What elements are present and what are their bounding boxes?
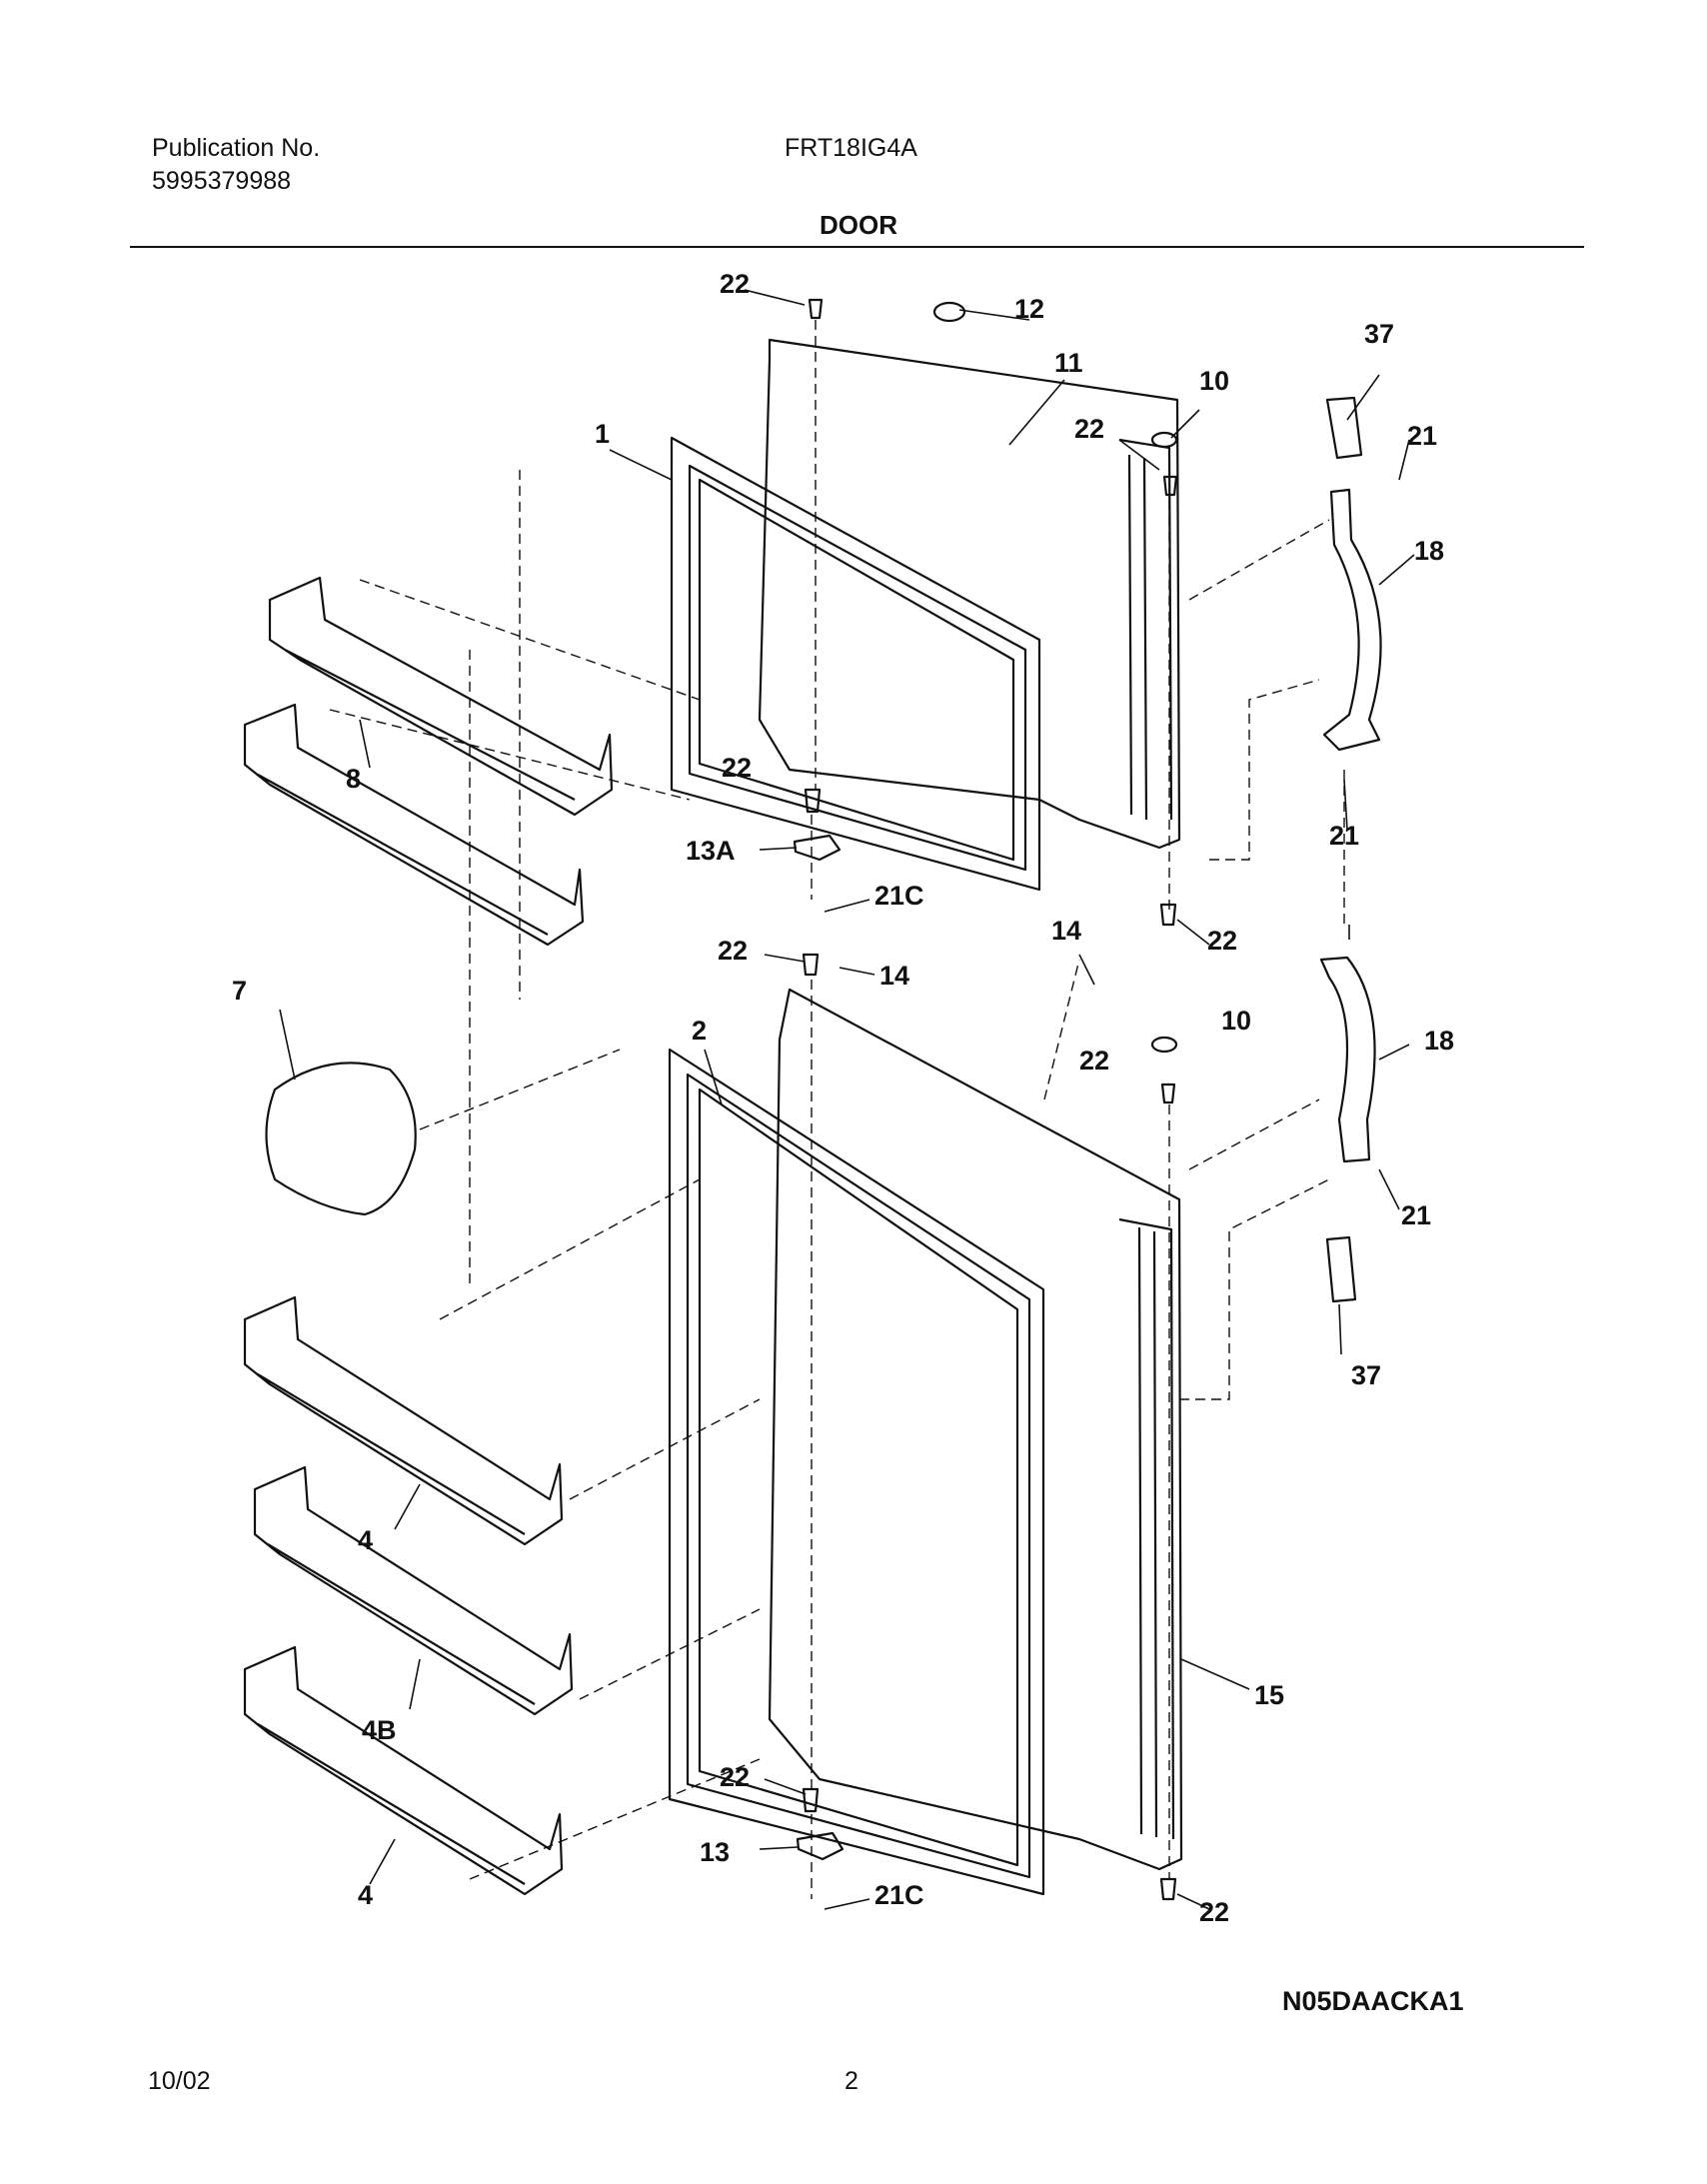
callout-12: 12 xyxy=(1014,294,1044,324)
callout-15: 15 xyxy=(1254,1680,1284,1710)
alignment-lines xyxy=(329,320,1345,1899)
freezer-shelf-upper xyxy=(268,576,614,817)
hinge-13 xyxy=(796,1831,845,1861)
door-shelf-b xyxy=(253,1465,574,1716)
freezer-door-edge xyxy=(1118,438,1173,821)
publication-number: 5995379988 xyxy=(152,167,292,195)
callout-4-lower: 4 xyxy=(358,1880,373,1910)
callout-10-upper: 10 xyxy=(1199,366,1229,396)
callout-21C-lower: 21C xyxy=(874,1880,924,1910)
callout-10-lower: 10 xyxy=(1221,1006,1251,1036)
leader-lines xyxy=(279,289,1415,1910)
bushing-22-fresh-bottom-right xyxy=(1159,1877,1177,1901)
page-number: 2 xyxy=(845,2067,858,2095)
callout-21-bottom: 21 xyxy=(1401,1200,1431,1230)
callout-4-upper: 4 xyxy=(358,1525,373,1555)
callout-7: 7 xyxy=(232,976,247,1006)
handle-trim-top xyxy=(1325,396,1363,460)
callout-22-fresh-bottom-right: 22 xyxy=(1199,1897,1229,1927)
callout-13: 13 xyxy=(700,1837,730,1867)
freezer-gasket xyxy=(670,436,1041,892)
bushing-22-fresh-top xyxy=(802,953,820,977)
callout-21-top: 21 xyxy=(1407,421,1437,451)
bushing-22-fresh-right xyxy=(1160,1083,1176,1104)
fresh-food-gasket xyxy=(668,1048,1045,1896)
callout-8: 8 xyxy=(346,764,361,794)
callout-21C-upper: 21C xyxy=(874,881,924,911)
callout-18-lower: 18 xyxy=(1424,1026,1454,1056)
bushing-22-fresh-bottom-left xyxy=(802,1787,820,1813)
callout-11: 11 xyxy=(1054,348,1083,378)
door-shelf-a xyxy=(243,1295,564,1546)
ice-bucket xyxy=(265,1062,417,1216)
freezer-handle xyxy=(1322,488,1382,752)
callout-13A: 13A xyxy=(686,836,736,866)
model-number: FRT18IG4A xyxy=(785,134,917,162)
hinge-13A xyxy=(793,834,842,862)
callout-22-freezer-bottom-right: 22 xyxy=(1207,926,1237,956)
callout-37-bottom: 37 xyxy=(1351,1360,1381,1390)
handle-trim-bottom xyxy=(1325,1235,1357,1303)
bushing-22-top xyxy=(808,298,824,320)
callout-2: 2 xyxy=(692,1016,707,1046)
footer-date: 10/02 xyxy=(148,2067,211,2095)
fresh-food-door-edge xyxy=(1118,1217,1175,1840)
bushing-22-freezer-right xyxy=(1162,475,1178,497)
callout-1: 1 xyxy=(595,419,610,449)
callout-14-lower: 14 xyxy=(879,961,909,991)
cap-10-lower xyxy=(1150,1036,1178,1054)
drawing-code: N05DAACKA1 xyxy=(1282,1986,1464,2016)
callout-22-fresh-bottom-left: 22 xyxy=(720,1762,750,1792)
callout-18-upper: 18 xyxy=(1414,536,1444,566)
freezer-door-panel xyxy=(758,338,1181,850)
cap-12 xyxy=(932,301,966,323)
callout-4B: 4B xyxy=(362,1715,397,1745)
section-title: DOOR xyxy=(820,210,897,240)
bushing-22-freezer-bottom-right xyxy=(1159,903,1177,927)
callout-22-fresh-top: 22 xyxy=(718,936,748,966)
cap-10-upper xyxy=(1150,431,1178,449)
header-rule xyxy=(130,246,1584,248)
callout-22-freezer-bottom-left: 22 xyxy=(722,753,752,783)
door-shelf-c xyxy=(243,1645,564,1896)
callout-21-middle: 21 xyxy=(1329,821,1359,851)
fresh-food-handle xyxy=(1319,956,1376,1163)
freezer-shelf-lower xyxy=(243,703,585,947)
callout-37-top: 37 xyxy=(1364,319,1394,349)
callout-22-freezer-right: 22 xyxy=(1074,414,1104,444)
callout-14-upper: 14 xyxy=(1051,916,1081,946)
publication-label: Publication No. xyxy=(152,134,321,162)
callout-22-fresh-right: 22 xyxy=(1079,1046,1109,1076)
fresh-food-door-panel xyxy=(768,988,1183,1871)
callout-22-top: 22 xyxy=(720,269,750,299)
